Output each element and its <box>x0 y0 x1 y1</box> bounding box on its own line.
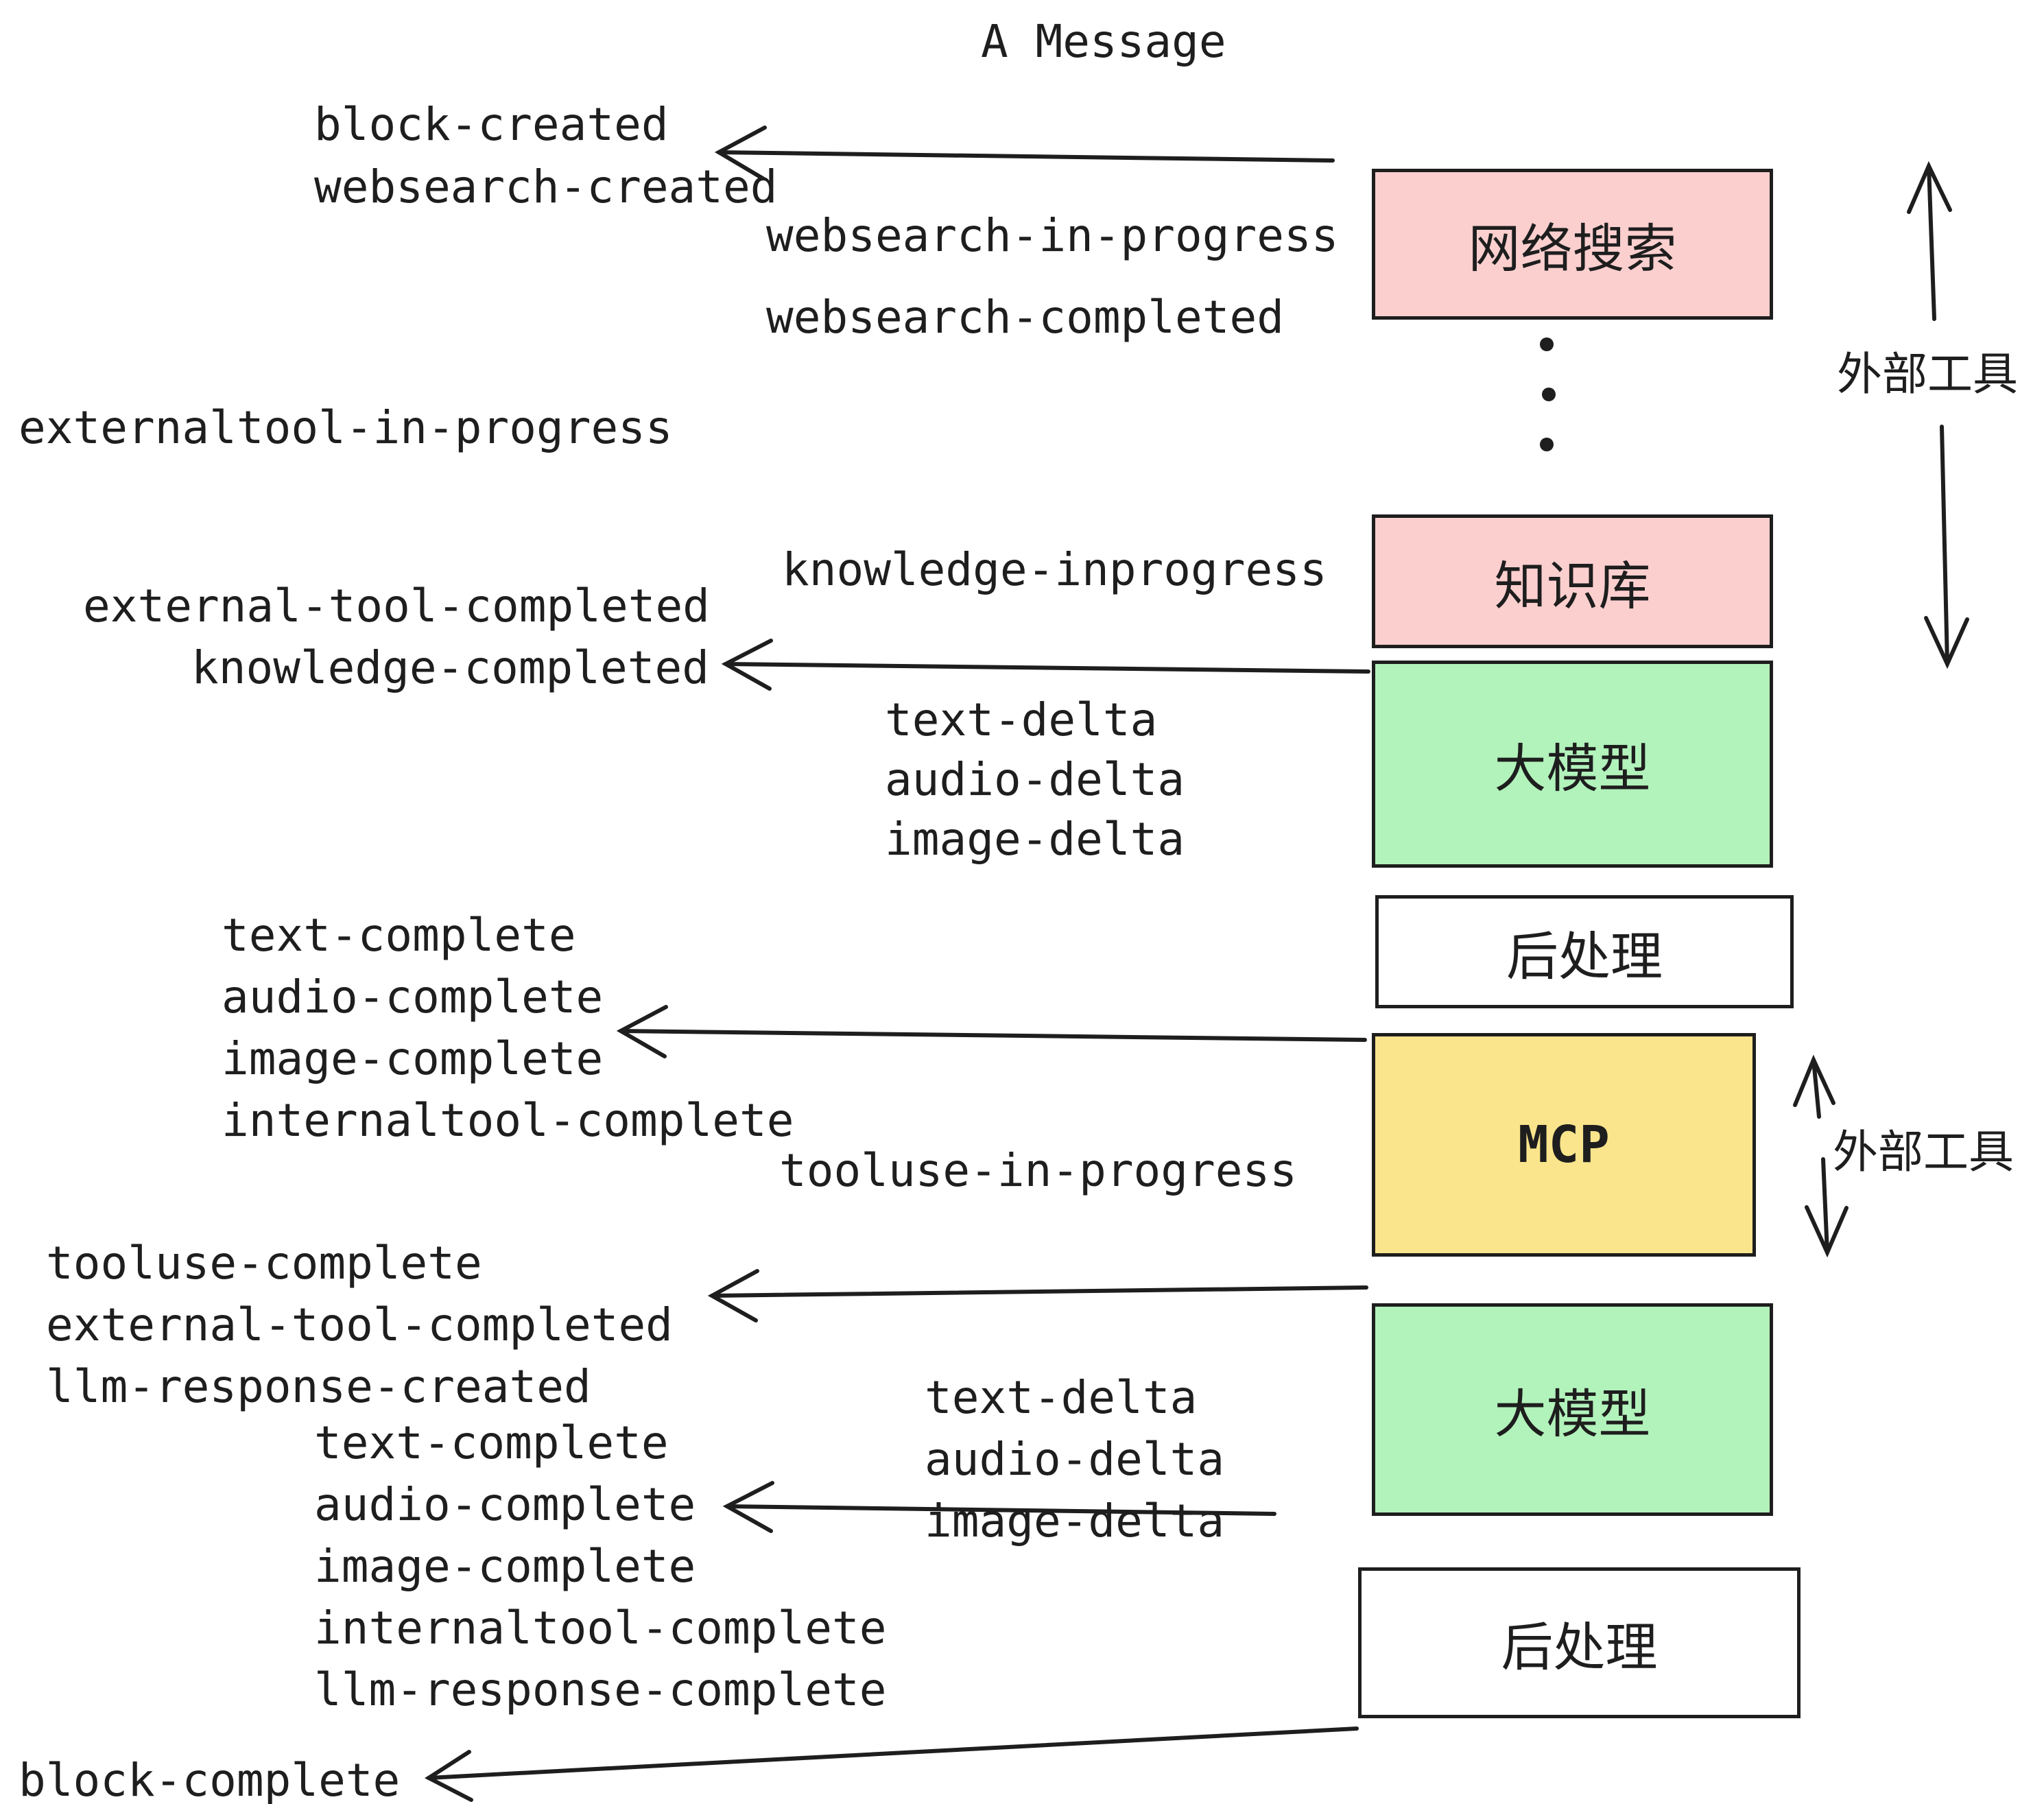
event-label-audio-delta-1: audio-delta <box>885 753 1185 806</box>
event-label-websearch-in-progress: websearch-in-progress <box>766 209 1339 262</box>
external-tools-arrow-top <box>1907 161 1969 669</box>
event-label-audio-delta-2: audio-delta <box>925 1433 1225 1486</box>
postprocess-box-2: 后处理 <box>1358 1567 1801 1718</box>
event-label-internaltool-complete-2: internaltool-complete <box>314 1602 887 1654</box>
websearch-box: 网络搜索 <box>1372 169 1773 320</box>
event-label-audio-complete-2: audio-complete <box>314 1478 696 1531</box>
postprocess-box-2-label: 后处理 <box>1501 1619 1658 1677</box>
mcp-box-label: MCP <box>1518 1115 1610 1174</box>
ellipsis-dots <box>1540 337 1556 451</box>
event-label-websearch-completed: websearch-completed <box>766 291 1284 344</box>
knowledge-base-box: 知识库 <box>1372 514 1773 648</box>
knowledge-base-box-label: 知识库 <box>1494 557 1651 616</box>
arrow-to-block-complete <box>425 1726 1359 1802</box>
diagram-title: A Message <box>981 15 1226 68</box>
websearch-box-label: 网络搜索 <box>1468 220 1677 278</box>
event-label-block-created: block-created <box>314 98 669 151</box>
event-label-text-complete-2: text-complete <box>314 1416 669 1469</box>
event-label-tooluse-in-progress: tooluse-in-progress <box>779 1144 1297 1197</box>
event-label-text-delta-1: text-delta <box>885 693 1158 746</box>
event-label-knowledge-completed: knowledge-completed <box>191 641 709 694</box>
event-label-external-tool-completed-2: external-tool-completed <box>46 1298 673 1351</box>
event-label-externaltool-in-progress: externaltool-in-progress <box>19 401 673 454</box>
llm-box-1-label: 大模型 <box>1494 740 1651 798</box>
llm-box-2: 大模型 <box>1372 1303 1773 1516</box>
external-tools-label-bottom: 外部工具 <box>1833 1126 2014 1177</box>
llm-box-1: 大模型 <box>1372 661 1773 868</box>
llm-box-2-label: 大模型 <box>1494 1386 1651 1444</box>
mcp-box: MCP <box>1372 1033 1756 1257</box>
event-label-external-tool-completed-1: external-tool-completed <box>83 580 710 632</box>
arrow-to-image-complete <box>616 1005 1367 1058</box>
event-label-audio-complete-1: audio-complete <box>222 971 604 1023</box>
event-label-websearch-created: websearch-created <box>314 161 778 213</box>
event-label-knowledge-inprogress: knowledge-inprogress <box>782 543 1327 596</box>
event-label-text-complete-1: text-complete <box>222 909 576 962</box>
event-label-text-delta-2: text-delta <box>925 1371 1198 1424</box>
event-label-image-delta-2: image-delta <box>925 1495 1225 1547</box>
event-label-internaltool-complete-1: internaltool-complete <box>222 1094 794 1147</box>
external-tools-label-top: 外部工具 <box>1837 348 2018 399</box>
event-label-tooluse-complete: tooluse-complete <box>46 1237 482 1290</box>
arrow-to-knowledge-completed <box>721 639 1370 691</box>
postprocess-box-1: 后处理 <box>1375 895 1794 1008</box>
event-label-block-complete: block-complete <box>19 1754 401 1804</box>
arrow-to-websearch-created <box>714 126 1335 180</box>
event-label-llm-response-complete: llm-response-complete <box>314 1663 887 1716</box>
postprocess-box-1-label: 后处理 <box>1506 927 1663 986</box>
event-label-image-complete-2: image-complete <box>314 1540 696 1593</box>
event-label-image-complete-1: image-complete <box>222 1032 604 1085</box>
event-label-llm-response-created: llm-response-created <box>46 1360 591 1413</box>
event-label-image-delta-1: image-delta <box>885 813 1185 866</box>
arrow-to-tooluse-complete <box>707 1269 1368 1322</box>
